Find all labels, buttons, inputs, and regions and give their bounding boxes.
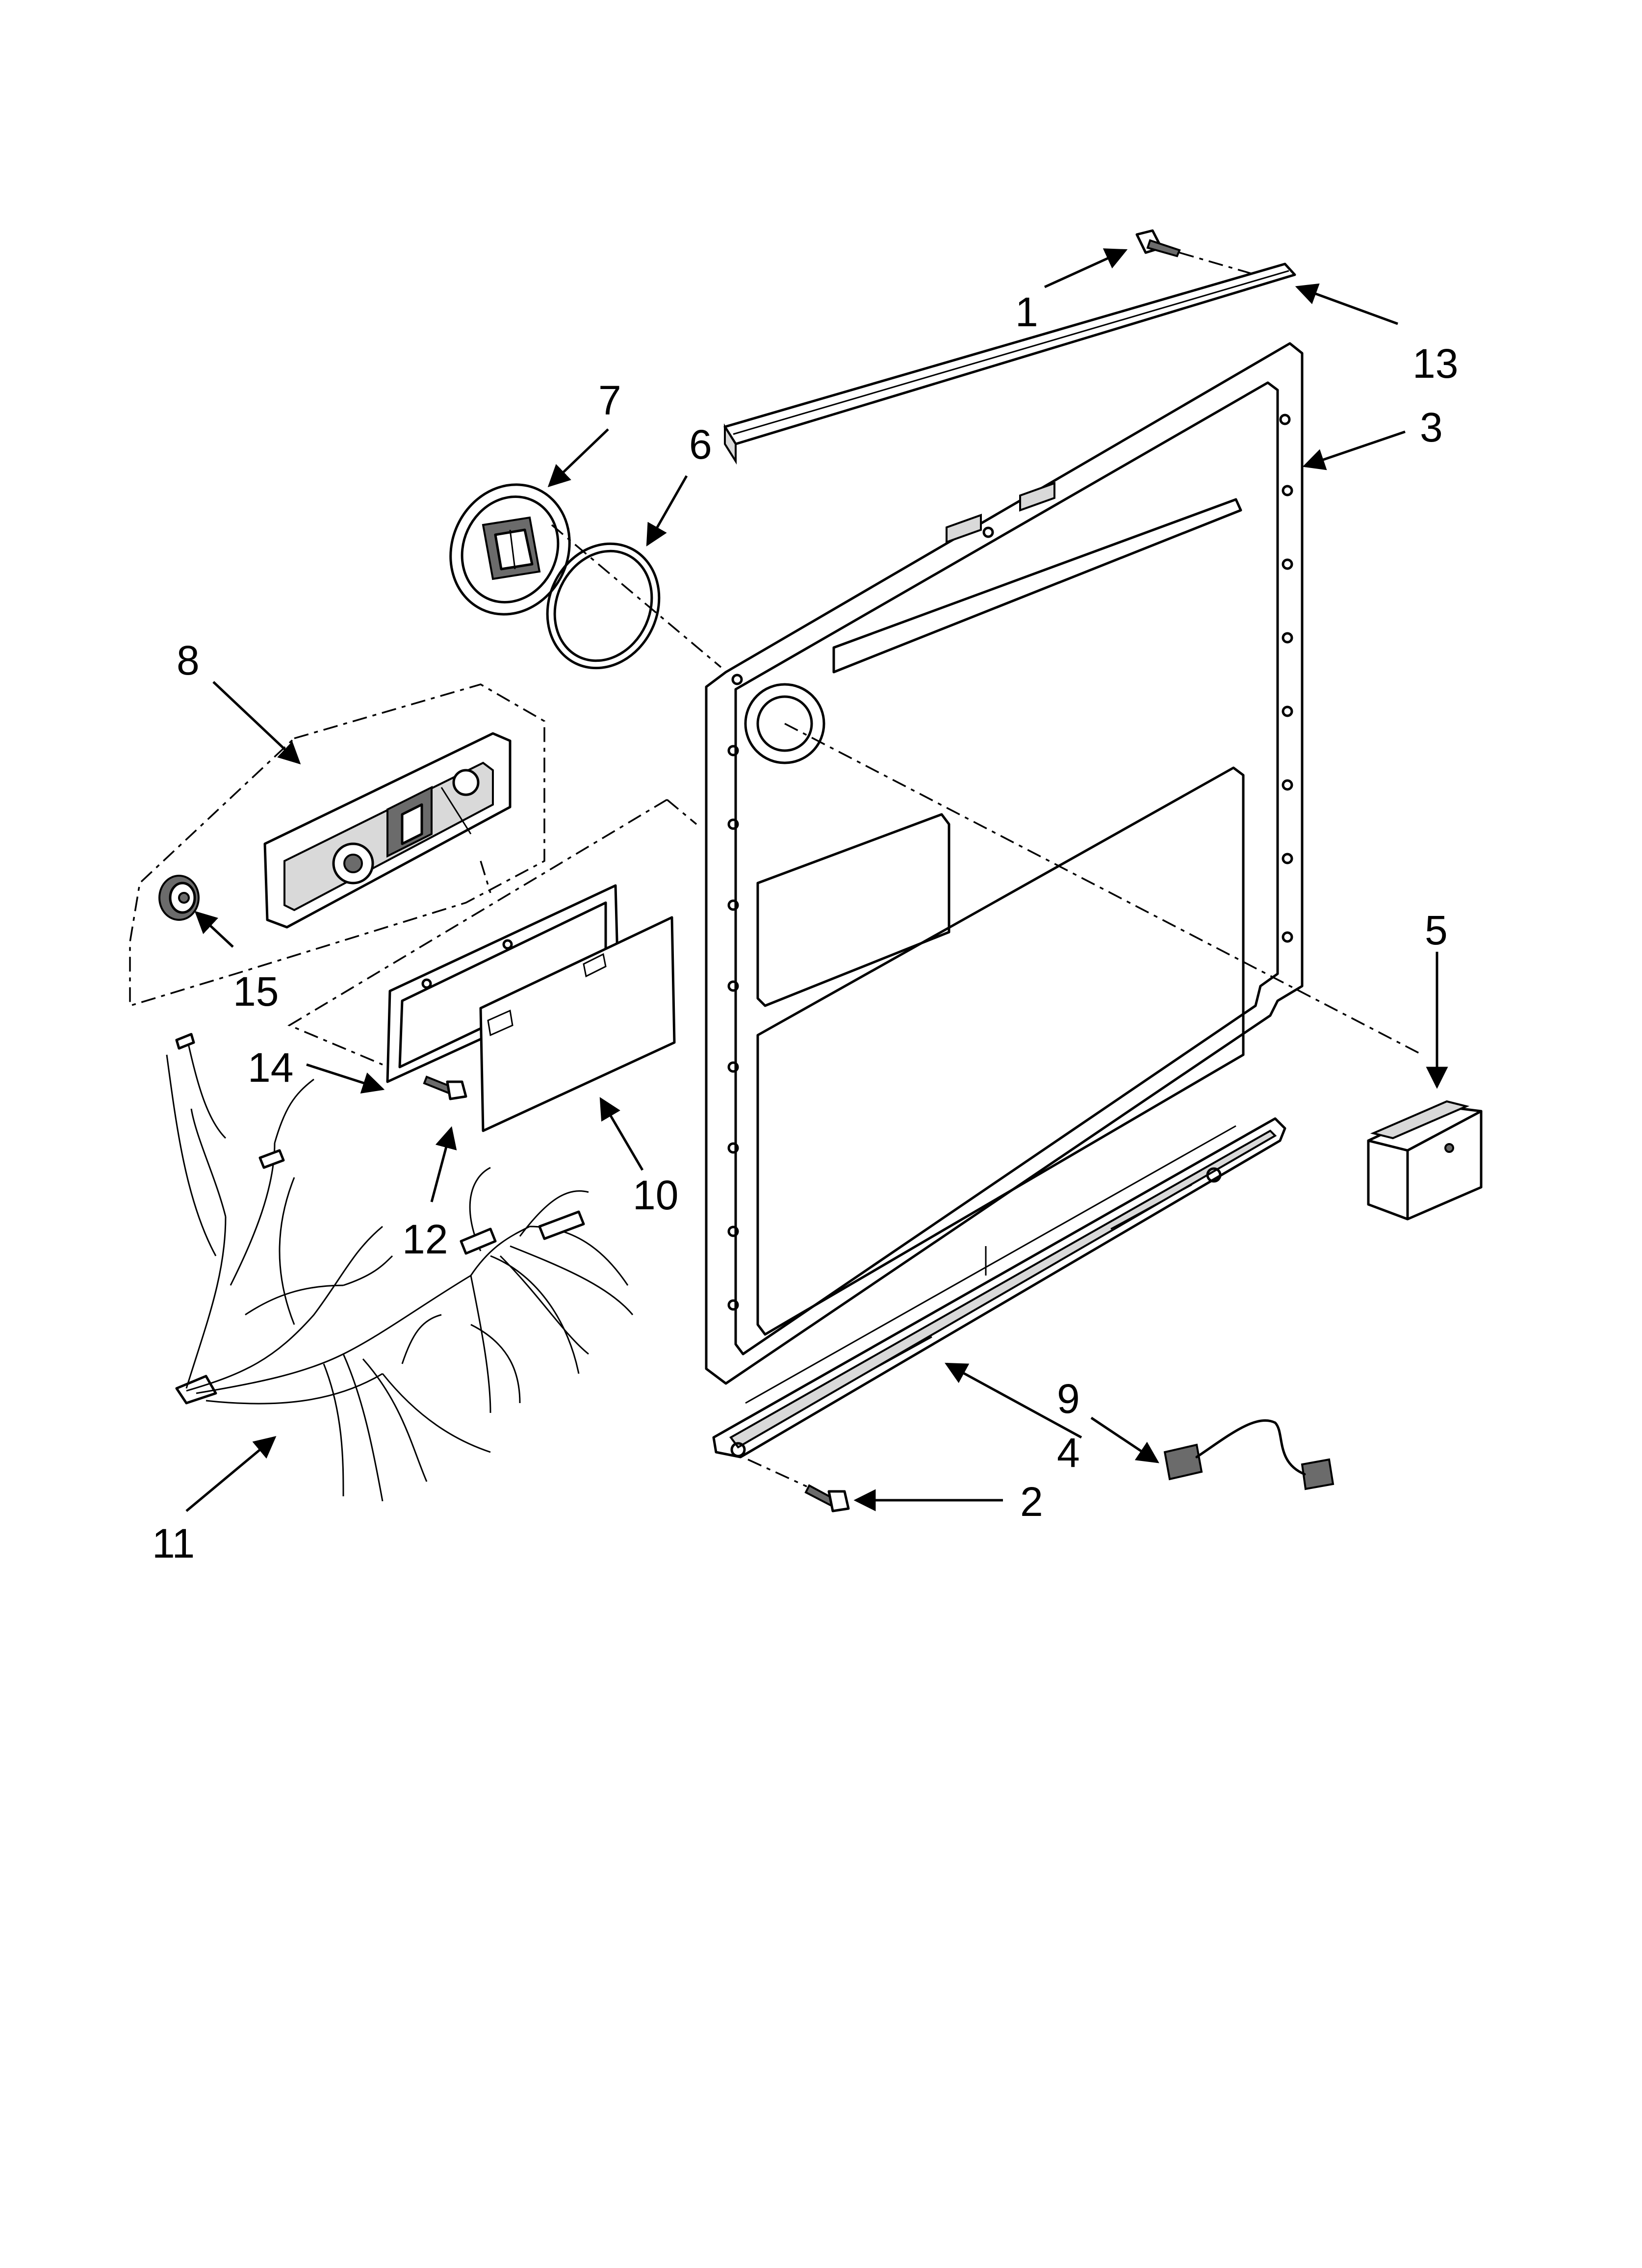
board-screw: [423, 1075, 467, 1100]
callout-5: 5: [1425, 907, 1448, 953]
callout-14: 14: [248, 1044, 293, 1091]
dispenser-assembly: [263, 732, 512, 929]
callout-8: 8: [177, 637, 200, 683]
door-screw-holes: [727, 414, 1293, 1311]
callout-2: 2: [1020, 1479, 1043, 1525]
door-to-vent-alignment-line: [784, 723, 1423, 1056]
callout-9: 9: [1057, 1376, 1080, 1422]
callout-labels: 1 13 3 7 6 8 15 14 12 10 11 5 9 4 2: [152, 289, 1458, 1566]
bottom-screw: [804, 1484, 850, 1512]
top-trim-strip: [723, 262, 1296, 465]
callout-15: 15: [233, 968, 279, 1015]
callout-11: 11: [152, 1520, 195, 1566]
callout-7: 7: [598, 377, 621, 423]
bottom-screw-alignment-line: [747, 1459, 807, 1487]
wire-connector: [1163, 1419, 1334, 1490]
callout-3: 3: [1420, 404, 1443, 450]
callout-1: 1: [1015, 289, 1038, 335]
callout-10: 10: [633, 1172, 678, 1218]
bracket-to-plate-line: [480, 860, 491, 893]
board-alignment-line: [287, 799, 667, 1066]
callout-4: 4: [1057, 1430, 1080, 1476]
dispenser-knob: [158, 875, 200, 921]
screw-alignment-line: [1179, 252, 1256, 276]
dispenser-cap: [449, 483, 571, 616]
dispenser-assembly-bracket: [129, 683, 545, 1007]
top-screw: [1135, 229, 1181, 258]
callout-6: 6: [689, 421, 712, 468]
cap-alignment-line: [551, 524, 722, 668]
callout-13: 13: [1412, 340, 1458, 387]
door-panel: [705, 342, 1304, 1385]
vent-assembly: [1367, 1100, 1483, 1221]
seal-ring: [546, 542, 661, 670]
callout-12: 12: [402, 1216, 448, 1262]
control-board: [479, 916, 676, 1132]
callout-leaders: [185, 248, 1448, 1512]
bottom-door-trim: [712, 1117, 1286, 1459]
bracket-to-door-line: [666, 799, 697, 825]
wire-harness: [166, 1033, 634, 1502]
